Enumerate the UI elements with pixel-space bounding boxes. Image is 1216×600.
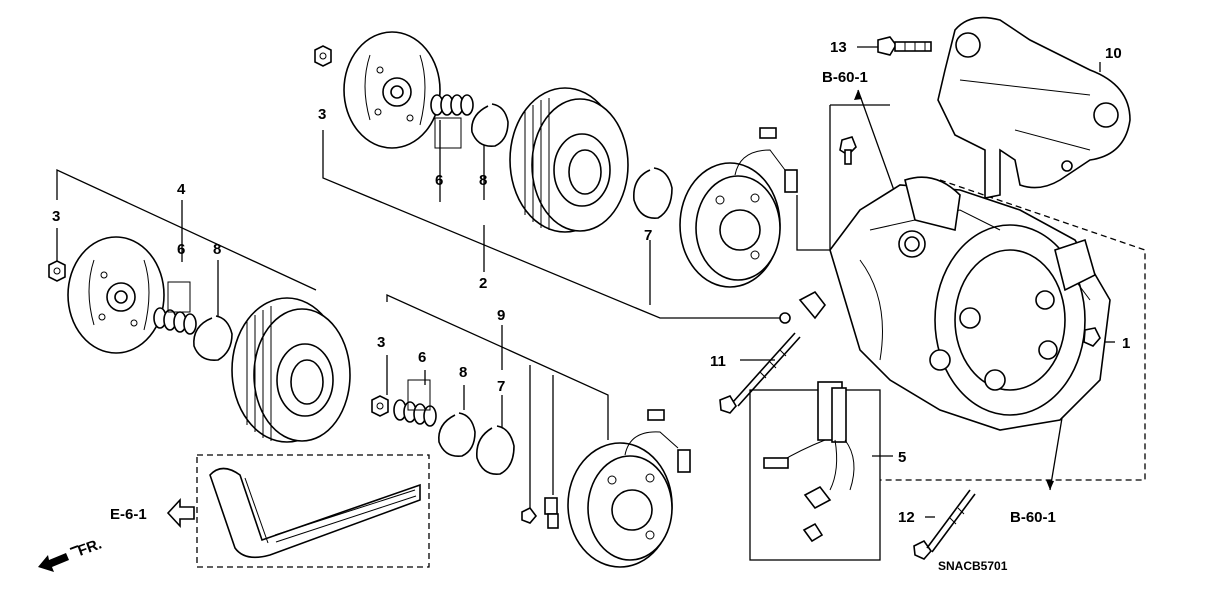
- wire-clip: [779, 290, 827, 324]
- ref-e61: E-6-1: [110, 506, 147, 523]
- pulley-left: [231, 297, 351, 443]
- nut-3-middle: [371, 395, 389, 417]
- callout-7-upper: 7: [644, 227, 652, 244]
- compressor-body-1: [829, 176, 1111, 431]
- snap-ring-7-upper: [633, 167, 673, 219]
- bolt-12: [913, 489, 976, 560]
- field-coil-lower: [567, 409, 691, 568]
- ref-b60-bottom: B-60-1: [1010, 509, 1056, 526]
- callout-13: 13: [830, 39, 847, 56]
- b60-arrow-heads: [854, 90, 1054, 490]
- drive-belt: [209, 467, 421, 559]
- shims-6-middle: [393, 379, 437, 427]
- reference-labels: B-60-1 B-60-1 E-6-1 FR. SNACB5701: [76, 69, 1056, 573]
- small-bolt-top: [839, 136, 857, 165]
- callout-3-upper: 3: [318, 106, 326, 123]
- callout-4: 4: [177, 181, 186, 198]
- front-label: FR.: [76, 536, 105, 560]
- armature-plate-left: [67, 236, 165, 354]
- nut-3-upper: [314, 45, 332, 67]
- diagram-code: SNACB5701: [938, 559, 1008, 573]
- bolt-11: [719, 332, 801, 414]
- shims-6-left: [153, 281, 197, 335]
- callout-6-middle: 6: [418, 349, 426, 366]
- callout-8-upper: 8: [479, 172, 487, 189]
- callout-8-left: 8: [213, 241, 221, 258]
- ref-b60-top: B-60-1: [822, 69, 868, 86]
- bolt-1: [1083, 327, 1101, 347]
- front-arrow-icon: [38, 545, 79, 572]
- callout-8-middle: 8: [459, 364, 467, 381]
- harness-5: [749, 381, 881, 561]
- callout-labels: 1 2 3 3 3 4 5 6 6 6 7 7 8 8 8 9 10 11 12…: [52, 39, 1130, 526]
- compressor-bracket-10: [937, 16, 1131, 199]
- e61-arrow: [166, 497, 195, 529]
- leader-lines: [56, 46, 1115, 518]
- clip-middle: [544, 497, 559, 529]
- callout-5: 5: [898, 449, 906, 466]
- callout-2: 2: [479, 275, 487, 292]
- snap-ring-8-middle: [438, 412, 476, 458]
- nut-3-left: [48, 260, 66, 282]
- dashed-outlines: [196, 179, 1146, 568]
- snap-ring-7-middle: [475, 425, 515, 475]
- shims-6-upper: [430, 94, 474, 149]
- callout-3-left: 3: [52, 208, 60, 225]
- snap-ring-8-upper: [471, 103, 509, 148]
- callout-6-upper: 6: [435, 172, 443, 189]
- snap-ring-8-left: [193, 315, 233, 362]
- pulley-upper: [509, 87, 629, 233]
- callout-6-left: 6: [177, 241, 185, 258]
- callout-3-middle: 3: [377, 334, 385, 351]
- callout-11: 11: [710, 353, 726, 370]
- callout-10: 10: [1105, 45, 1122, 62]
- bolt-13: [877, 36, 932, 56]
- callout-7-middle: 7: [497, 378, 505, 395]
- small-bolt-middle: [521, 506, 538, 524]
- armature-plate-upper: [343, 31, 441, 149]
- callout-1: 1: [1122, 335, 1130, 352]
- callout-12: 12: [898, 509, 915, 526]
- callout-9: 9: [497, 307, 505, 324]
- field-coil-upper: [679, 127, 798, 288]
